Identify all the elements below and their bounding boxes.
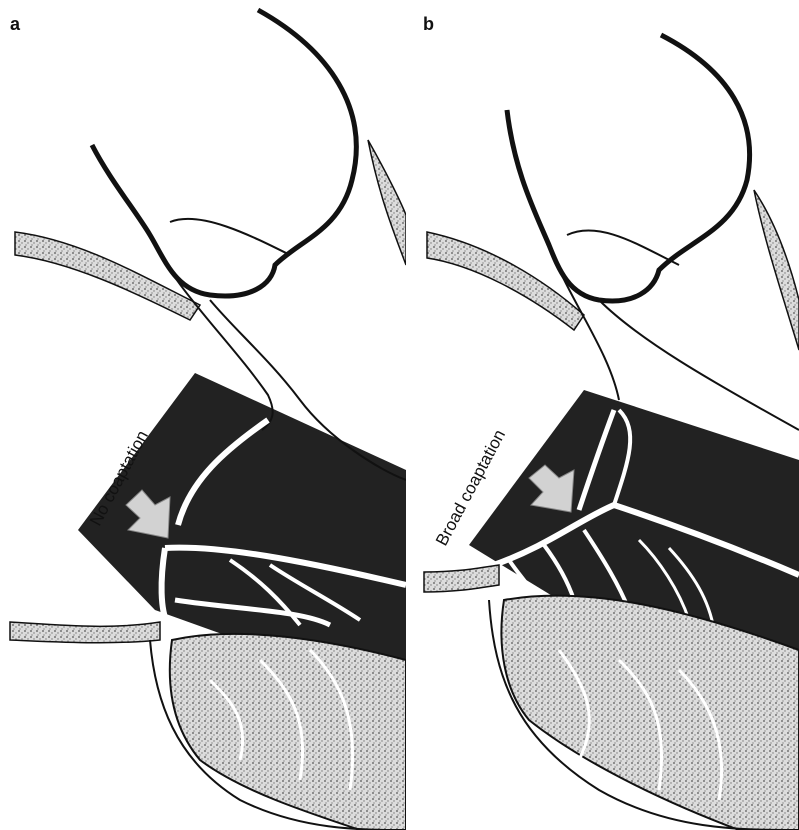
- aortic-wall: [507, 35, 750, 301]
- aortic-wall: [92, 10, 356, 296]
- sinus-curve: [567, 230, 679, 265]
- right-wall-stipple: [368, 140, 406, 265]
- lower-band: [10, 622, 160, 643]
- heart-valve-illustration-a: [0, 0, 406, 830]
- sinus-curve: [170, 219, 290, 255]
- ventricle-muscle: [170, 634, 406, 830]
- lower-band: [424, 565, 499, 592]
- leaflet-line: [549, 245, 619, 400]
- panel-a: a No coaptation: [0, 0, 406, 830]
- right-wall-stipple: [754, 190, 799, 350]
- septum-band: [427, 232, 584, 330]
- heart-valve-illustration-b: [409, 0, 799, 830]
- panel-b: b Broad coaptation: [409, 0, 799, 830]
